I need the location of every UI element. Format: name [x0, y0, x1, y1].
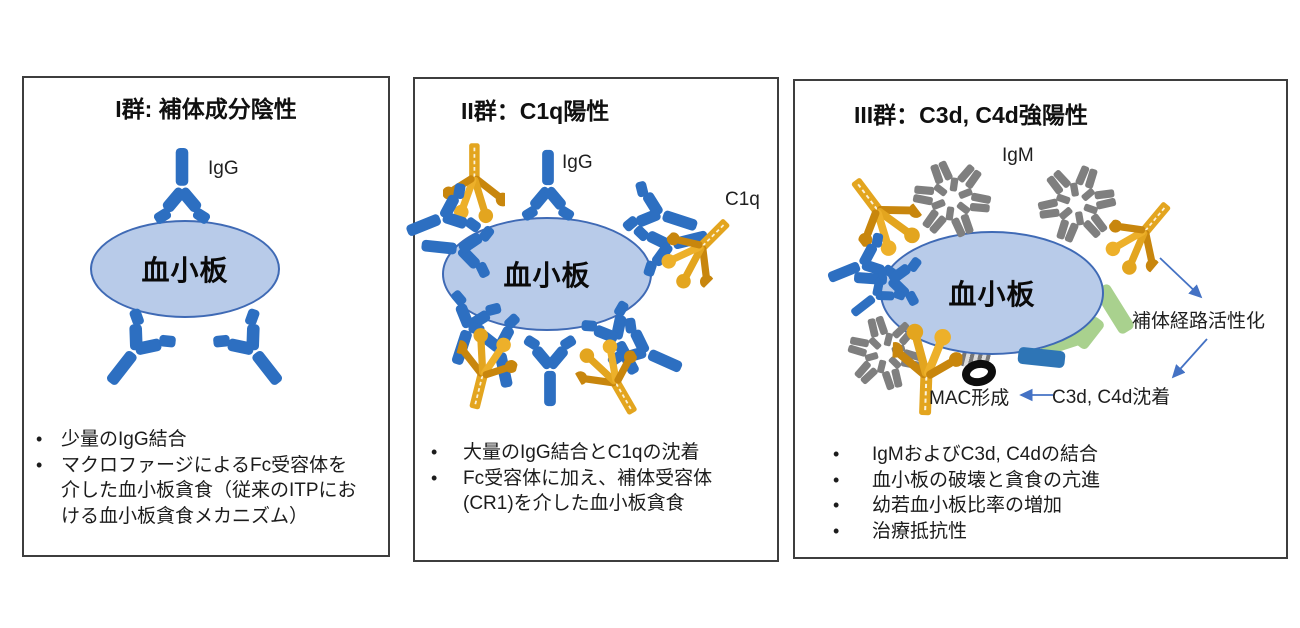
panel-2-title: II群：C1q陽性 — [461, 98, 610, 124]
bullet-item: マクロファージによるFc受容体を介した血小板貪食（従来のITPにおける血小板貪食… — [34, 453, 364, 530]
bullet-item: 治療抵抗性 — [831, 519, 1261, 545]
arrow-to-activation — [1159, 257, 1203, 299]
platelet-label: 血小板 — [948, 279, 1036, 310]
mac-formation-label: MAC形成 — [929, 388, 1010, 409]
c4d-fragment-icon — [1017, 346, 1066, 369]
c1q-label: C1q — [725, 189, 760, 210]
panel-2-bullets: 大量のIgG結合とC1qの沈着 Fc受容体に加え、補体受容体(CR1)を介した血… — [429, 440, 745, 517]
bullet-item: 大量のIgG結合とC1qの沈着 — [429, 440, 745, 466]
panel-3-diagram: IgM 血小板 MAC形成 C3d, C4d沈着 補体経路活性化 — [795, 81, 1286, 557]
panel-2-diagram: IgG C1q 血小板 — [397, 79, 777, 560]
bullet-item: 幼若血小板比率の増加 — [831, 493, 1261, 519]
panel-1-diagram: IgG 血小板 — [24, 78, 388, 555]
panel-3-bullets: IgMおよびC3d, C4dの結合 血小板の破壊と貪食の亢進 幼若血小板比率の増… — [831, 442, 1261, 544]
panel-3-title: III群：C3d, C4d強陽性 — [854, 102, 1088, 128]
c3d-c4d-deposition-label: C3d, C4d沈着 — [1052, 387, 1171, 408]
panel-group-3: III群：C3d, C4d強陽性 IgM 血小板 MAC形成 C3d — [793, 79, 1288, 559]
igm-label: IgM — [1002, 145, 1034, 166]
panel-group-1: I群: 補体成分陰性 IgG 血小板 少量のIgG結合 マクロファージによるFc… — [22, 76, 390, 557]
mac-pore-icon — [962, 359, 996, 387]
bullet-item: IgMおよびC3d, C4dの結合 — [831, 442, 1261, 468]
platelet-label: 血小板 — [503, 260, 591, 291]
platelet: 血小板 — [880, 231, 1104, 355]
panel-1-bullets: 少量のIgG結合 マクロファージによるFc受容体を介した血小板貪食（従来のITP… — [34, 427, 364, 529]
igg-antibody-icon — [418, 217, 497, 281]
platelet-label: 血小板 — [141, 255, 229, 286]
panel-group-2: II群：C1q陽性 IgG C1q 血小板 大量のIgG結合とC1qの沈着 Fc… — [397, 77, 779, 562]
igg-label: IgG — [562, 152, 593, 173]
platelet: 血小板 — [90, 220, 280, 318]
arrow-to-deposition — [1171, 338, 1208, 379]
panel-1-title: I群: 補体成分陰性 — [115, 96, 297, 122]
complement-pathway-activation-label: 補体経路活性化 — [1132, 311, 1266, 332]
bullet-item: 血小板の破壊と貪食の亢進 — [831, 468, 1261, 494]
igg-antibody-icon — [152, 147, 212, 226]
igg-label: IgG — [208, 158, 239, 179]
bullet-item: 少量のIgG結合 — [34, 427, 364, 453]
bullet-item: Fc受容体に加え、補体受容体(CR1)を介した血小板貪食 — [429, 466, 745, 517]
